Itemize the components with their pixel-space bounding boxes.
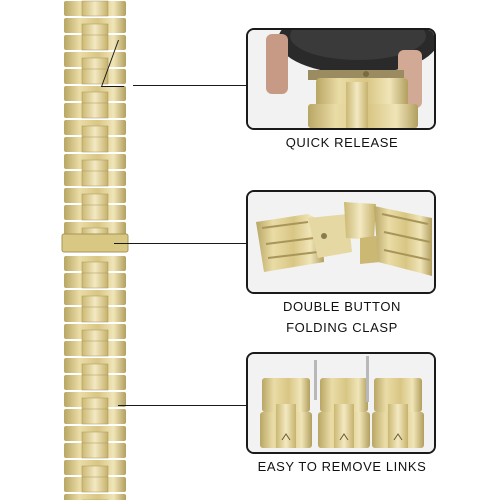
caption-line: EASY TO REMOVE LINKS — [257, 459, 427, 474]
band-illustration — [61, 0, 129, 500]
removable-links-image — [246, 352, 436, 454]
callout-line-links — [118, 405, 246, 406]
clasp-caption: DOUBLE BUTTON FOLDING CLASP — [236, 296, 448, 338]
quick-release-caption: QUICK RELEASE — [236, 132, 448, 153]
link-piece — [262, 378, 310, 412]
band-center-link — [81, 442, 109, 459]
callout-line-quick-release-h — [133, 85, 246, 86]
folding-clasp-photo — [248, 192, 434, 292]
band-center-link — [81, 0, 109, 17]
arrow-icon — [339, 433, 349, 441]
band-center-link — [81, 476, 109, 493]
band-link — [64, 494, 126, 500]
link-piece — [374, 378, 422, 412]
link-piece-center — [388, 404, 408, 448]
link-piece — [320, 378, 368, 412]
link-piece-center — [334, 404, 354, 448]
arrow-icon — [393, 433, 403, 441]
caption-line: DOUBLE BUTTON — [282, 299, 402, 314]
band-center-link — [81, 272, 109, 289]
band-center-link — [81, 170, 109, 187]
band-center-link — [81, 306, 109, 323]
caption-line: FOLDING CLASP — [286, 320, 398, 335]
band-center-link — [81, 340, 109, 357]
band-center-link — [81, 408, 109, 425]
link-piece-center — [276, 404, 296, 448]
links-caption: EASY TO REMOVE LINKS — [236, 456, 448, 477]
band-center-link — [81, 136, 109, 153]
band-center-link — [81, 204, 109, 221]
caption-line: QUICK RELEASE — [285, 135, 399, 150]
band-center-link — [81, 102, 109, 119]
arrow-icon — [281, 433, 291, 441]
band-center-link — [81, 34, 109, 51]
quick-release-image — [246, 28, 436, 130]
band-center-link — [81, 68, 109, 85]
folding-clasp-image — [246, 190, 436, 294]
watch-quick-release-photo — [248, 30, 434, 128]
callout-line-clasp — [114, 243, 246, 244]
removable-links-photo — [248, 354, 434, 452]
gold-watch-band — [60, 0, 130, 500]
band-center-link — [81, 374, 109, 391]
